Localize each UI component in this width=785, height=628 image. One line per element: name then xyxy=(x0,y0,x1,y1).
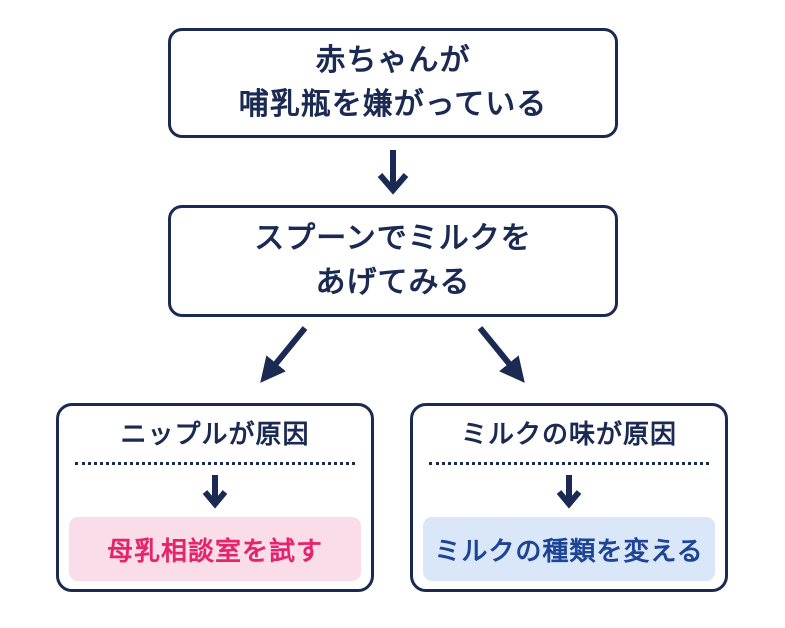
down-arrow-icon xyxy=(556,475,582,509)
start-node-text-line2: 哺乳瓶を嫌がっている xyxy=(238,87,548,122)
down-arrow-icon xyxy=(377,150,409,195)
branch-right-cause-heading: ミルクの味が原因 xyxy=(460,420,677,450)
branch-right-box: ミルクの味が原因 ミルクの種類を変える xyxy=(410,403,728,592)
branch-right-action-box: ミルクの種類を変える xyxy=(423,517,715,581)
dotted-divider xyxy=(75,462,355,465)
down-arrow-icon xyxy=(202,475,228,509)
branch-split-arrows xyxy=(260,326,525,383)
step-node-box: スプーンでミルクを あげてみる xyxy=(168,205,618,317)
step-node-text-line1: スプーンでミルクを xyxy=(254,221,532,256)
step-node-text-line2: あげてみる xyxy=(315,265,471,300)
diagonal-down-left-arrow-icon xyxy=(260,326,308,383)
branch-left-box: ニップルが原因 母乳相談室を試す xyxy=(56,403,374,592)
start-node-box: 赤ちゃんが 哺乳瓶を嫌がっている xyxy=(168,28,618,138)
branch-left-cause-heading: ニップルが原因 xyxy=(120,420,310,450)
start-node-text-line1: 赤ちゃんが xyxy=(315,43,471,78)
dotted-divider xyxy=(429,462,709,465)
diagonal-down-right-arrow-icon xyxy=(477,326,525,383)
branch-left-action-box: 母乳相談室を試す xyxy=(69,517,361,581)
